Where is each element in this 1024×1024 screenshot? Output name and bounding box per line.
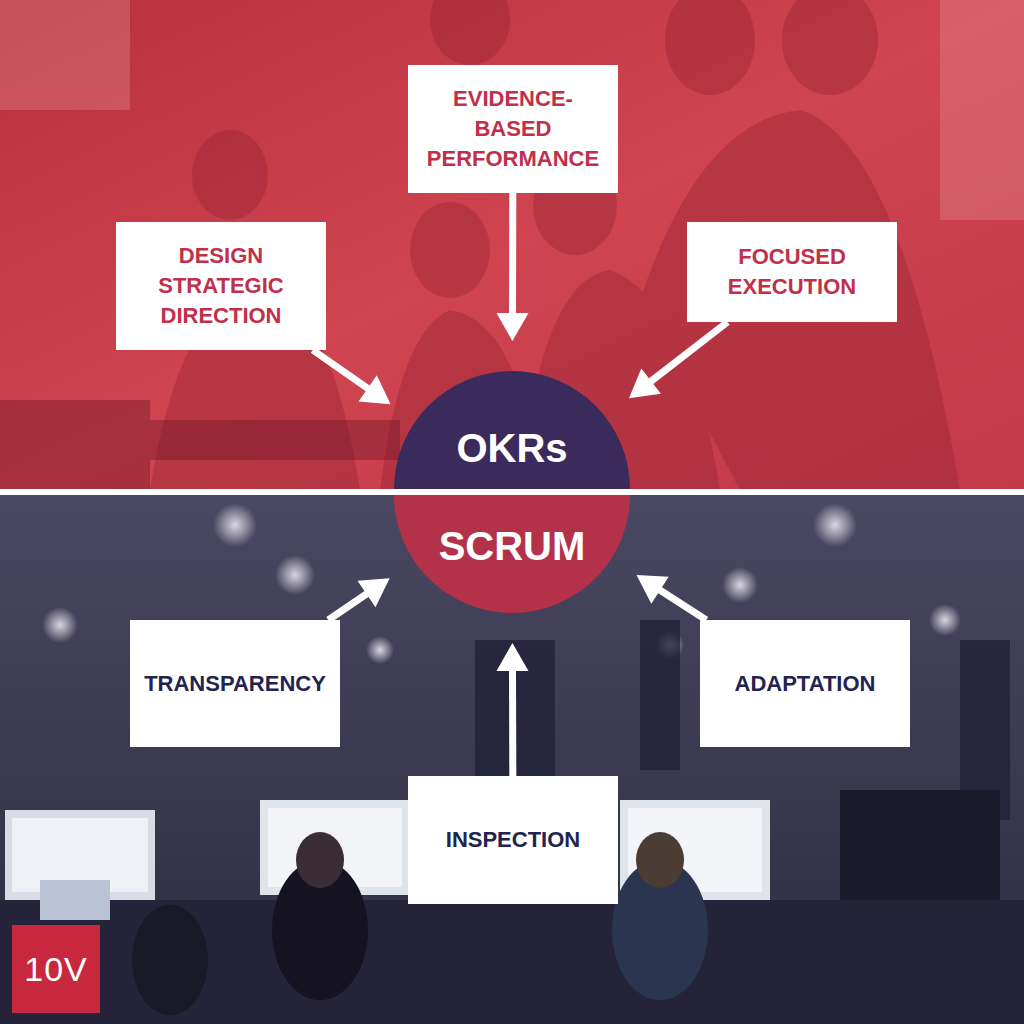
framework-circle: SCRUM: [394, 495, 630, 613]
value-box: DESIGN STRATEGIC DIRECTION: [116, 222, 326, 350]
arrow-shaft: [648, 322, 728, 384]
arrow-shaft: [509, 667, 516, 776]
value-box: INSPECTION: [408, 776, 618, 904]
arrow-head: [496, 313, 528, 341]
semicircle-fill: [394, 495, 630, 613]
framework-circle: OKRs: [394, 371, 630, 489]
arrow-shaft: [313, 350, 371, 391]
box-label: TRANSPARENCY: [144, 669, 326, 699]
value-box: FOCUSED EXECUTION: [687, 222, 897, 322]
arrow-connector: [636, 575, 706, 620]
logo-badge: 10V: [12, 925, 100, 1013]
arrow-shaft: [328, 592, 369, 620]
box-label: DESIGN STRATEGIC DIRECTION: [128, 241, 314, 331]
arrow-connector: [497, 643, 529, 776]
value-box: TRANSPARENCY: [130, 620, 340, 747]
circle-label: SCRUM: [439, 523, 586, 569]
top-panel: [0, 0, 1024, 490]
arrow-head: [629, 369, 661, 399]
logo-text: 10V: [24, 950, 88, 989]
bottom-panel: [0, 494, 1024, 1024]
semicircle-fill: [394, 371, 630, 489]
box-label: ADAPTATION: [735, 669, 876, 699]
box-label: EVIDENCE-BASED PERFORMANCE: [420, 84, 606, 174]
value-box: EVIDENCE-BASED PERFORMANCE: [408, 65, 618, 193]
box-label: INSPECTION: [446, 825, 580, 855]
window-light: [0, 0, 1024, 220]
arrow-connector: [313, 350, 391, 404]
arrow-head: [358, 375, 390, 404]
divider-line: [0, 489, 1024, 495]
arrow-shaft: [509, 193, 516, 317]
box-label: FOCUSED EXECUTION: [699, 242, 885, 302]
arrow-head: [636, 575, 668, 604]
arrow-head: [497, 643, 529, 671]
arrow-connector: [328, 578, 389, 620]
arrow-connector: [496, 193, 528, 341]
arrow-connector: [629, 322, 728, 398]
value-box: ADAPTATION: [700, 620, 910, 747]
desk: [0, 400, 400, 490]
arrow-shaft: [657, 588, 707, 620]
circle-label: OKRs: [456, 425, 567, 471]
arrow-head: [357, 578, 389, 607]
